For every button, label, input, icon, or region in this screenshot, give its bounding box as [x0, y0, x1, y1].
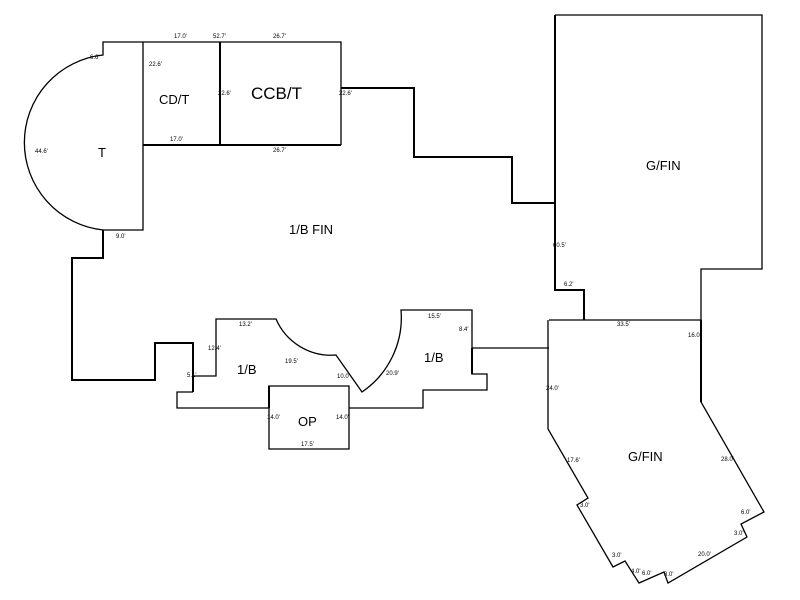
wall-t-room	[23, 41, 144, 231]
dim: 4.0'	[631, 569, 641, 575]
wall-cdt-room	[143, 41, 342, 145]
dim: 14.0'	[336, 415, 349, 421]
wall-upper-garage	[555, 14, 763, 320]
dim: 3.0'	[580, 503, 590, 509]
room-label-main: 1/B FIN	[289, 222, 333, 237]
wall-op	[268, 385, 350, 450]
dim: 8.4'	[459, 327, 469, 333]
dim: 33.5'	[617, 322, 630, 328]
dim: 14.0'	[267, 415, 280, 421]
wall-main-top	[341, 87, 555, 204]
wall-lower-garage	[547, 319, 765, 584]
dim: 17.5'	[301, 442, 314, 448]
room-label-op: OP	[298, 414, 317, 429]
room-label-garage-upper: G/FIN	[646, 158, 681, 173]
dim: 6.2'	[564, 282, 574, 288]
dim: 3.0'	[664, 572, 674, 578]
dim: 12.4'	[208, 346, 221, 352]
wall-main-left	[71, 230, 194, 392]
dim: 3.0'	[612, 553, 622, 559]
dim: 20.9'	[386, 371, 399, 377]
wall-bedrooms	[176, 309, 488, 409]
dim: 17.0'	[170, 137, 183, 143]
dim: 6.0'	[642, 571, 652, 577]
room-label-bedroom-left: 1/B	[237, 362, 257, 377]
dim: 16.0'	[688, 333, 701, 339]
room-label-ccbt: CCB/T	[251, 84, 302, 103]
dim: 17.6'	[567, 458, 580, 464]
dim: 26.7'	[273, 34, 286, 40]
dim: 5.1'	[187, 373, 197, 379]
dim: 22.6'	[149, 62, 162, 68]
dim: 6.6'	[90, 55, 100, 61]
dimension-labels: 6.6' 44.6' 9.0' 17.0' 22.6' 17.0' 52.7' …	[35, 34, 751, 578]
dim: 60.5'	[553, 243, 566, 249]
dim: 13.2'	[239, 322, 252, 328]
dim: 15.5'	[428, 314, 441, 320]
dim: 19.5'	[285, 359, 298, 365]
room-label-garage-lower: G/FIN	[628, 449, 663, 464]
dim: 3.0'	[734, 531, 744, 537]
dim: 9.0'	[116, 234, 126, 240]
dim: 10.0'	[337, 374, 350, 380]
dim: 22.6'	[218, 91, 231, 97]
dim: 22.6'	[339, 91, 352, 97]
wall-upper-garage-left	[554, 15, 585, 320]
dim: 44.6'	[35, 149, 48, 155]
room-label-t: T	[98, 145, 106, 160]
dim: 24.0'	[546, 386, 559, 392]
dim: 26.7'	[273, 148, 286, 154]
room-label-bedroom-right: 1/B	[424, 350, 444, 365]
dim: 20.0'	[698, 552, 711, 558]
dim: 52.7'	[213, 34, 226, 40]
dim: 17.0'	[174, 34, 187, 40]
room-label-cdt: CD/T	[159, 92, 189, 107]
dim: 28.0'	[721, 457, 734, 463]
dim: 6.0'	[741, 510, 751, 516]
